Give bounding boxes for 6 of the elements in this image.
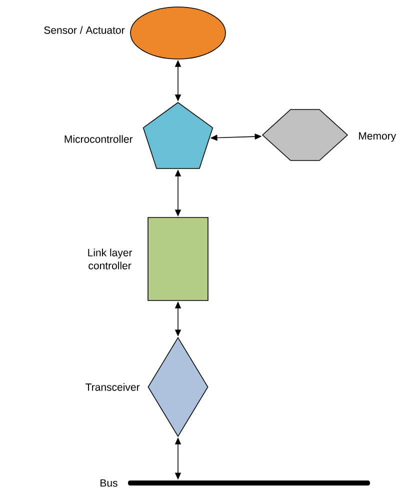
node-label: Sensor / Actuator — [44, 26, 125, 34]
node-label: Microcontroller — [64, 135, 133, 143]
node-label: Link layer controller — [88, 248, 132, 270]
node-label: Bus — [100, 479, 118, 487]
node-label: Memory — [359, 132, 396, 142]
node-label: Transceiver — [86, 383, 140, 391]
